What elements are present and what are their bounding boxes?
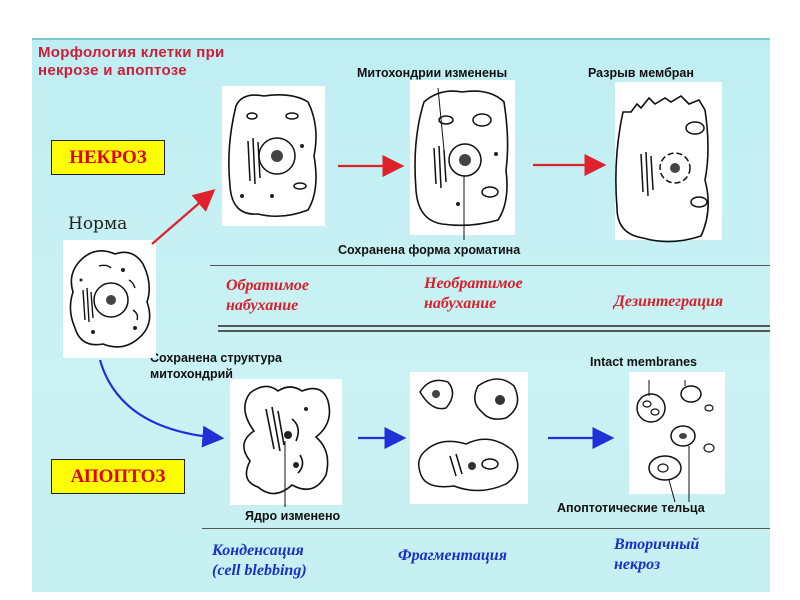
necrosis-top-rule <box>210 265 770 266</box>
caption-intact-membranes: Intact membranes <box>590 355 697 369</box>
right-arrow-icon <box>151 189 216 245</box>
caption-apoptotic-bodies: Апоптотические тельца <box>557 501 705 515</box>
necrosis-cell-1-drawing <box>228 94 317 218</box>
caption-mito-changed: Митохондрии изменены <box>357 66 508 80</box>
apoptosis-cell-1-panel <box>230 379 342 505</box>
apoptosis-stage-3-line-2: некроз <box>614 556 661 573</box>
apoptosis-bottom-rule <box>202 528 770 529</box>
necrosis-stage-2-line-2: набухание <box>424 295 497 312</box>
necrosis-stage-1-line-2: набухание <box>226 297 299 314</box>
apoptosis-stage-2-line-1: Фрагментация <box>398 547 507 564</box>
apoptosis-cell-3-panel <box>629 372 725 494</box>
necrosis-label: НЕКРОЗ <box>51 140 165 175</box>
apoptosis-cell-1-drawing <box>243 385 331 507</box>
necrosis-cell-3-drawing <box>615 94 709 243</box>
title-line-1: Морфология клетки при <box>38 44 225 61</box>
apoptosis-stage-1-line-2: (cell blebbing) <box>212 562 307 579</box>
divider-rule-2 <box>218 330 770 332</box>
normal-cell-drawing <box>69 250 151 348</box>
norm-label: Норма <box>68 214 128 234</box>
apoptosis-cell-2-drawing <box>417 378 519 492</box>
apoptosis-label: АПОПТОЗ <box>51 459 185 494</box>
apoptosis-stage-3: Вторичный некроз <box>614 535 699 575</box>
necrosis-stage-1-line-1: Обратимое <box>226 277 309 294</box>
apoptosis-cell-3-drawing <box>636 380 715 503</box>
title-line-2: некрозе и апоптозе <box>38 62 187 79</box>
necrosis-arrows <box>151 154 607 245</box>
caption-nucleus-changed: Ядро изменено <box>245 509 341 523</box>
caption-mito-structure: Сохранена структура митохондрий <box>150 350 282 382</box>
apoptosis-stage-2: Фрагментация <box>398 546 507 566</box>
diagram-title: Морфология клетки при некрозе и апоптозе <box>38 44 318 80</box>
caption-membrane-rupture: Разрыв мембран <box>588 66 694 80</box>
apoptosis-stage-3-line-1: Вторичный <box>614 536 700 553</box>
necrosis-stage-2: Необратимое набухание <box>424 274 523 314</box>
caption-chromatin-preserved: Сохранена форма хроматина <box>338 243 521 257</box>
necrosis-stage-2-line-1: Необратимое <box>424 275 523 292</box>
caption-mito-structure-line-1: Сохранена структура <box>150 351 282 365</box>
apoptosis-stage-1: Конденсация (cell blebbing) <box>212 541 307 581</box>
apoptosis-arrows <box>98 359 615 449</box>
necrosis-stage-3: Дезинтеграция <box>614 292 723 312</box>
necrosis-stage-1: Обратимое набухание <box>226 276 309 316</box>
caption-mito-structure-line-2: митохондрий <box>150 367 233 381</box>
apoptosis-stage-1-line-1: Конденсация <box>212 542 304 559</box>
necrosis-stage-3-line-1: Дезинтеграция <box>614 293 724 310</box>
divider-rule-1 <box>218 325 770 327</box>
necrosis-cell-2-drawing <box>414 87 509 240</box>
right-arrow-icon <box>98 359 225 448</box>
